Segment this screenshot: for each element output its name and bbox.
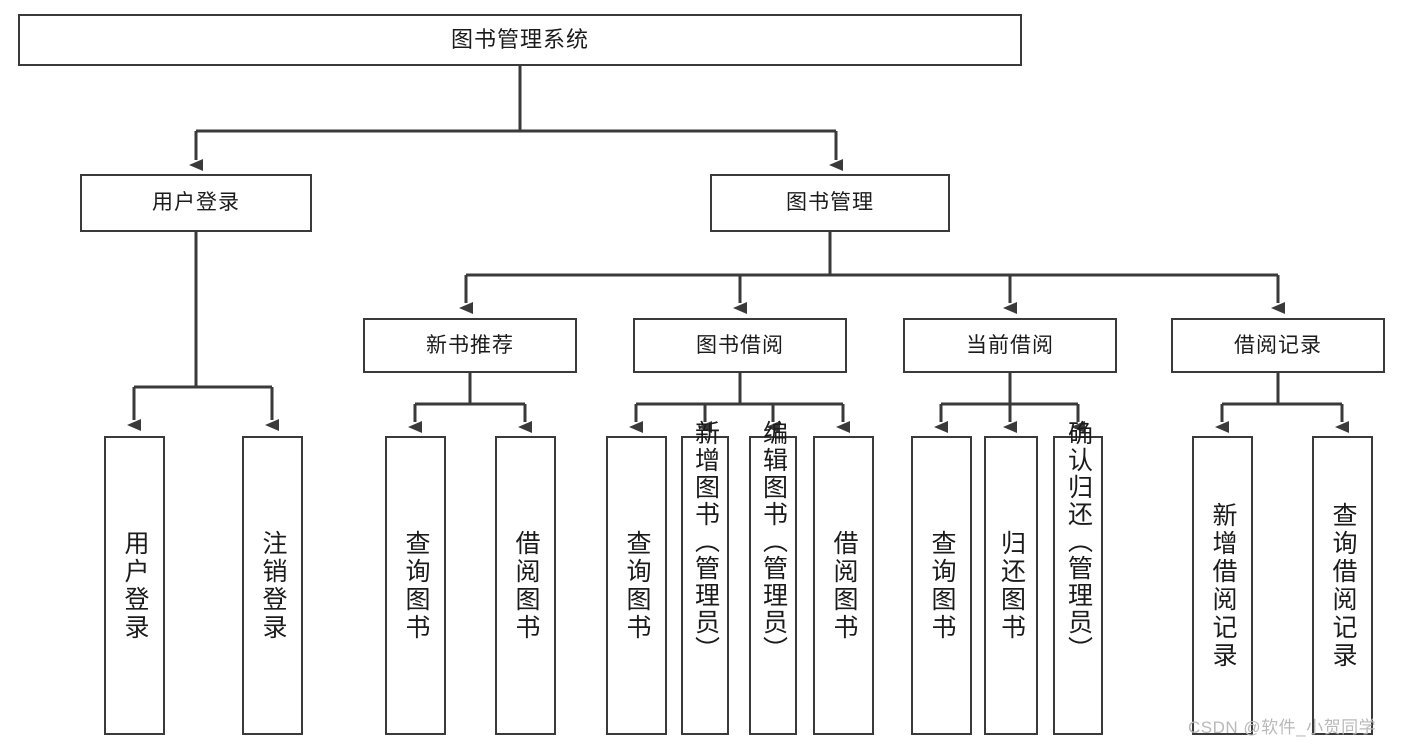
node-label: 新增图书（管理员） bbox=[691, 420, 720, 663]
node-label: 用户登录 bbox=[121, 529, 149, 642]
node-label: 新书推荐 bbox=[426, 333, 514, 357]
node-user-login[interactable]: 用户登录 bbox=[80, 174, 312, 232]
node-borrow-record[interactable]: 借阅记录 bbox=[1171, 318, 1385, 373]
node-label: 注销登录 bbox=[259, 529, 287, 642]
node-label: 借阅图书 bbox=[830, 529, 858, 642]
node-label: 归还图书 bbox=[997, 529, 1026, 642]
csdn-watermark: CSDN @软件_小贺同学 bbox=[1188, 718, 1377, 737]
node-label: 图书借阅 bbox=[696, 333, 784, 357]
leaf-add-book-admin[interactable]: 新增图书（管理员） bbox=[681, 420, 729, 735]
leaf-return-book[interactable]: 归还图书 bbox=[984, 436, 1038, 735]
leaf-borrow-book-new-rec[interactable]: 借阅图书 bbox=[495, 436, 556, 735]
node-root-book-management-system[interactable]: 图书管理系统 bbox=[18, 14, 1022, 66]
node-label: 查询借阅记录 bbox=[1329, 501, 1357, 670]
node-label: 借阅记录 bbox=[1234, 333, 1322, 357]
node-label: 确认归还（管理员） bbox=[1064, 420, 1093, 663]
leaf-query-book-current[interactable]: 查询图书 bbox=[911, 436, 972, 735]
node-label: 借阅图书 bbox=[512, 529, 540, 642]
node-current-borrow[interactable]: 当前借阅 bbox=[903, 318, 1117, 373]
node-new-book-recommend[interactable]: 新书推荐 bbox=[363, 318, 577, 373]
node-label: 图书管理 bbox=[786, 191, 874, 215]
node-label: 当前借阅 bbox=[966, 333, 1054, 357]
node-label: 图书管理系统 bbox=[450, 26, 589, 52]
node-label: 查询图书 bbox=[623, 529, 651, 642]
leaf-logout-login[interactable]: 注销登录 bbox=[242, 436, 303, 735]
node-label: 用户登录 bbox=[152, 191, 240, 215]
leaf-query-book-borrow[interactable]: 查询图书 bbox=[606, 436, 667, 735]
node-label: 查询图书 bbox=[402, 529, 430, 642]
leaf-query-book-new-rec[interactable]: 查询图书 bbox=[385, 436, 446, 735]
node-book-borrow[interactable]: 图书借阅 bbox=[633, 318, 847, 373]
leaf-edit-book-admin[interactable]: 编辑图书（管理员） bbox=[749, 420, 797, 735]
node-label: 查询图书 bbox=[928, 529, 956, 642]
leaf-user-login[interactable]: 用户登录 bbox=[104, 436, 165, 735]
leaf-confirm-return-admin[interactable]: 确认归还（管理员） bbox=[1053, 420, 1103, 735]
leaf-add-borrow-record[interactable]: 新增借阅记录 bbox=[1192, 436, 1253, 735]
node-label: 新增借阅记录 bbox=[1209, 501, 1237, 670]
leaf-query-borrow-record[interactable]: 查询借阅记录 bbox=[1312, 436, 1373, 735]
node-label: 编辑图书（管理员） bbox=[759, 420, 788, 663]
leaf-borrow-book-borrow[interactable]: 借阅图书 bbox=[813, 436, 874, 735]
node-book-management[interactable]: 图书管理 bbox=[710, 174, 950, 232]
